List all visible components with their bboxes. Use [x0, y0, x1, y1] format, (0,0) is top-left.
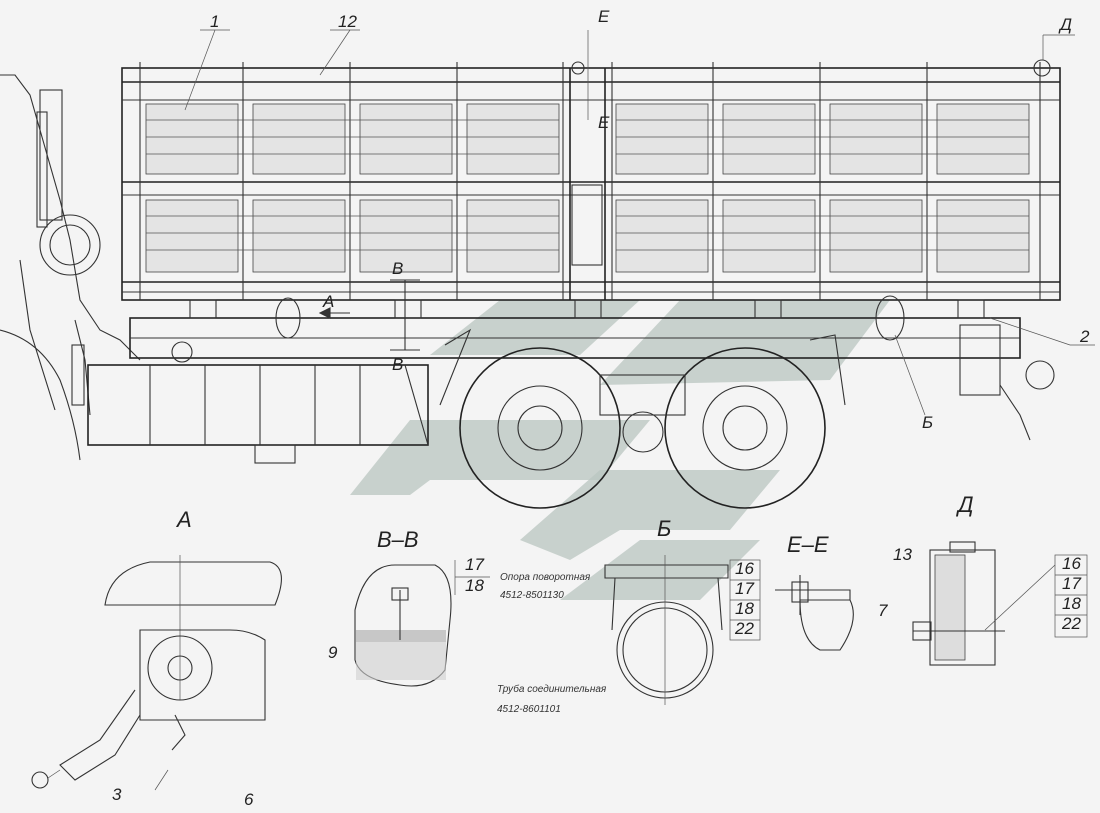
table-ee-22: 22	[734, 619, 754, 638]
panel-ribs	[146, 119, 1029, 251]
section-title-BB: В–В	[377, 527, 419, 552]
table-bb	[454, 560, 490, 595]
detail-BB-drawing	[354, 564, 452, 687]
section-markers	[318, 279, 420, 351]
note-support-name: Опора поворотная	[500, 572, 591, 583]
detail-D-drawing	[912, 541, 1005, 666]
view-mark-B-upper: В	[392, 259, 403, 278]
table-d-16: 16	[1062, 554, 1081, 573]
posts	[139, 62, 1041, 300]
detail-A-drawing	[31, 555, 282, 791]
table-ee	[729, 559, 761, 641]
chassis-frame	[129, 295, 1055, 441]
axle-suspension	[439, 328, 846, 453]
note-support-code: 4512-8501130	[500, 590, 564, 601]
section-title-EE: Е–Е	[787, 532, 829, 557]
note-pipe-name: Труба соединительная	[497, 683, 607, 695]
section-title-A: А	[175, 507, 192, 532]
side-box	[87, 341, 429, 464]
view-mark-B-lower: В	[392, 355, 403, 374]
view-mark-D-top: Д	[1058, 15, 1072, 34]
callout-9: 9	[328, 643, 338, 662]
table-ee-17: 17	[735, 579, 754, 598]
view-mark-Bb-arrow: Б	[922, 413, 933, 432]
lower-panels	[145, 199, 1030, 273]
callout-12: 12	[338, 12, 357, 31]
view-mark-E-mid: Е	[598, 113, 610, 132]
cargo-body	[121, 59, 1061, 301]
callout-2: 2	[1079, 327, 1090, 346]
callout-1: 1	[210, 12, 219, 31]
rear-wheel-back	[664, 347, 826, 509]
rear-wheel-front	[459, 347, 621, 509]
view-mark-E-top: Е	[598, 7, 610, 26]
table-d-17: 17	[1062, 574, 1081, 593]
callout-3: 3	[112, 785, 122, 804]
callout-13: 13	[893, 545, 912, 564]
table-ee-18: 18	[735, 599, 754, 618]
callout-7: 7	[878, 601, 888, 620]
truck-cab	[0, 74, 141, 461]
table-d-22: 22	[1061, 614, 1081, 633]
note-pipe-code: 4512-8601101	[497, 704, 561, 715]
table-d	[984, 554, 1088, 638]
callout-6: 6	[244, 790, 254, 809]
table-bb-18: 18	[465, 576, 484, 595]
view-mark-A-arrow: А	[322, 292, 334, 311]
table-ee-16: 16	[735, 559, 754, 578]
section-title-D: Д	[955, 492, 974, 517]
upper-panels	[145, 103, 1030, 175]
table-d-18: 18	[1062, 594, 1081, 613]
watermark-logo	[350, 300, 890, 600]
detail-EE-drawing	[775, 575, 854, 651]
section-title-Bb: Б	[657, 516, 671, 541]
leader-lines	[184, 29, 1095, 416]
detail-Bb-drawing	[604, 555, 729, 705]
table-bb-17: 17	[465, 555, 484, 574]
